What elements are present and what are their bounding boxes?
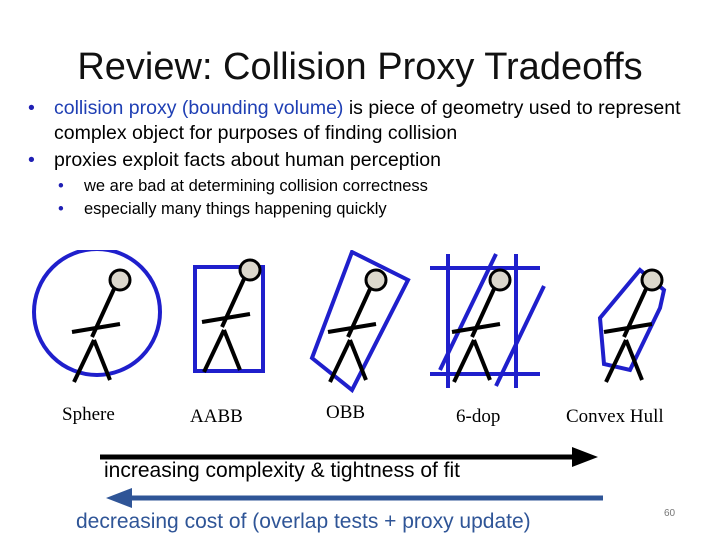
hull-proxy-shape (597, 267, 667, 373)
label-convex-hull: Convex Hull (566, 406, 664, 427)
bullet-highlight-start: collision proxy ( (54, 97, 189, 119)
label-aabb: AABB (190, 406, 243, 427)
proxy-figures (32, 250, 667, 394)
sub-bullet-item-quickly: • especially many things happening quick… (24, 198, 704, 221)
sub-bullet-item-correctness: • we are bad at determining collision co… (24, 175, 704, 198)
stick-figure-icon (200, 258, 262, 374)
increasing-complexity-caption: increasing complexity & tightness of fit (104, 459, 460, 482)
bullet-text-definition: is piece of geometry used to represent c… (54, 97, 681, 144)
stick-figure-icon (326, 268, 388, 384)
aabb-proxy-shape (193, 265, 265, 373)
obb-proxy-shape (309, 250, 411, 394)
decreasing-cost-caption: decreasing cost of (overlap tests + prox… (76, 510, 531, 533)
bullet-item-perception: • proxies exploit facts about human perc… (24, 148, 704, 173)
bullet-dot-icon: • (58, 200, 64, 218)
arrow-right-icon (100, 447, 598, 467)
slide-title: Review: Collision Proxy Tradeoffs (77, 46, 643, 88)
bullet-dot-icon: • (58, 177, 64, 195)
bounding-volume-term: bounding volume (188, 97, 337, 119)
aabb-figure (193, 258, 265, 374)
bullet-dot-icon: • (28, 97, 35, 119)
bullet-dot-icon: • (28, 149, 35, 171)
label-sphere: Sphere (62, 404, 115, 425)
sphere-proxy-shape (32, 250, 162, 377)
obb-figure (309, 250, 411, 394)
sub-bullet-text-quickly: especially many things happening quickly (84, 200, 387, 218)
sphere-figure (32, 250, 162, 384)
bullet-text-perception: proxies exploit facts about human percep… (54, 149, 441, 171)
bullet-highlight-end: ) (336, 97, 344, 119)
bullet-item-definition: • collision proxy (bounding volume) is p… (24, 96, 704, 146)
stick-figure-icon (70, 268, 132, 384)
tradeoff-arrows (100, 447, 603, 508)
label-6-dop: 6-dop (456, 406, 501, 427)
page-number: 60 (664, 508, 676, 519)
convex-hull-figure (597, 267, 667, 384)
label-obb: OBB (326, 402, 366, 423)
arrow-left-icon (106, 488, 603, 508)
bullet-list: • collision proxy (bounding volume) is p… (24, 96, 704, 221)
kdop-figure (430, 253, 546, 388)
sub-bullet-text-correctness: we are bad at determining collision corr… (84, 177, 428, 195)
